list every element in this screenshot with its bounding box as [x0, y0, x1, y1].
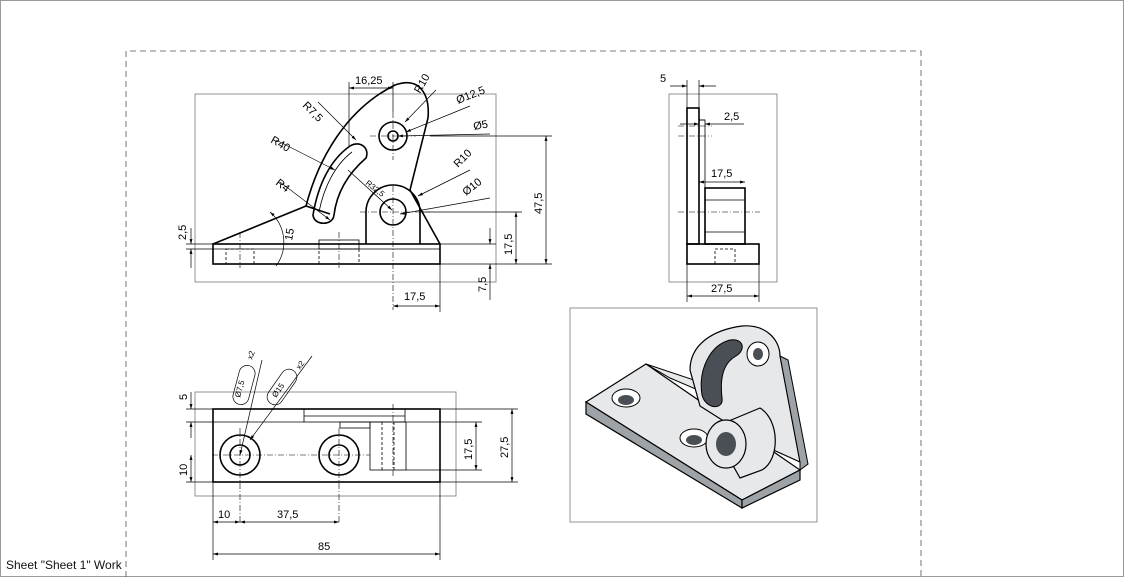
- side-view: 5 2,5 17,5 27,5: [660, 73, 778, 302]
- dim-5-side: 5: [660, 73, 666, 85]
- dim-27-5-side: 27,5: [711, 283, 732, 295]
- dim-angle-15: 15: [283, 227, 297, 241]
- dim-17-5-side: 17,5: [711, 168, 732, 180]
- dim-r7-5: R7,5: [300, 100, 325, 125]
- dim-dia-12-5: Ø12,5: [455, 84, 487, 106]
- top-upright: [303, 408, 406, 423]
- sheet-border: [125, 50, 922, 577]
- sheet-label: Sheet "Sheet 1" Work: [6, 558, 122, 572]
- dim-dia-15: Ø15: [270, 381, 286, 399]
- side-base: [686, 243, 760, 265]
- dim-17-5-top: 17,5: [463, 439, 475, 460]
- upright-outline: [305, 82, 441, 245]
- dim-27-5-top: 27,5: [499, 437, 511, 458]
- top-boss: [369, 421, 407, 471]
- iso-view: [569, 307, 818, 523]
- base-plate: [212, 243, 441, 265]
- dim-7-5: 7,5: [477, 277, 489, 292]
- dim-dia-10: Ø10: [460, 176, 484, 198]
- dim-r10-top: R10: [412, 72, 432, 95]
- dim-37-5: 37,5: [277, 509, 298, 521]
- dim-r40: R40: [269, 134, 292, 154]
- dim-17-5-v-front: 17,5: [503, 234, 515, 255]
- front-view-frame: [194, 93, 497, 283]
- dim-dia-5: Ø5: [472, 119, 489, 133]
- dim-x2-b: x2: [294, 359, 307, 372]
- dim-10-h-top: 10: [218, 509, 230, 521]
- dim-x2-a: x2: [245, 349, 257, 361]
- dim-17-5-h-front: 17,5: [404, 291, 425, 303]
- dim-r10-mid: R10: [452, 147, 475, 170]
- lower-boss: [365, 184, 421, 244]
- iso-view-frame: [569, 307, 818, 523]
- dim-47-5: 47,5: [533, 193, 545, 214]
- top-view: Ø7,5 x2 Ø15 x2 5 10 17,5 27,5 10 37,5: [178, 349, 518, 560]
- dim-10-v-top: 10: [178, 464, 190, 476]
- side-view-frame: [668, 93, 778, 283]
- dim-r4: R4: [273, 177, 291, 195]
- dim-dia-7-5: Ø7,5: [233, 379, 246, 399]
- top-view-frame: [194, 391, 457, 497]
- rib-edge: [212, 205, 331, 245]
- dim-2-5-side: 2,5: [724, 111, 739, 123]
- dim-16-25: 16,25: [355, 75, 383, 87]
- dim-2-5-front: 2,5: [177, 225, 189, 240]
- dim-5-top: 5: [178, 394, 190, 400]
- front-view: 16,25 R10 R7,5 Ø12,5 Ø5 R40 R10 R4 R32,5…: [177, 72, 552, 312]
- side-upright: [686, 107, 700, 245]
- dim-r32-5: R32,5: [364, 178, 387, 199]
- dim-85: 85: [318, 541, 330, 553]
- side-boss: [704, 187, 746, 245]
